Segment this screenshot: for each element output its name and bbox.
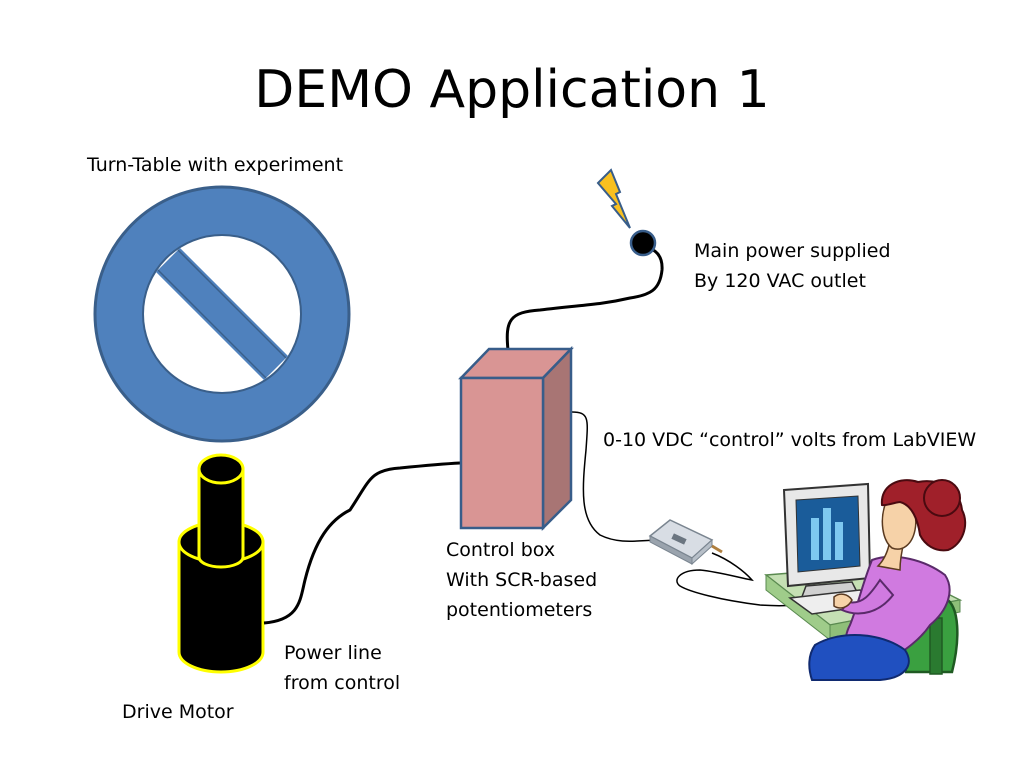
power-wire [263,461,461,625]
turntable-label: Turn-Table with experiment [87,154,344,176]
slide-title: DEMO Application 1 [254,60,770,120]
turntable-icon [93,185,351,443]
control-box-label: Control box With SCR-based potentiometer… [446,535,597,625]
control-box-icon [458,345,574,532]
power-line-label-line2: from control [284,672,401,694]
person-at-computer-icon [764,479,967,681]
usb-daq-device-icon [648,519,723,566]
power-line-label-line1: Power line [284,642,382,664]
main-power-label: Main power supplied By 120 VAC outlet [694,236,891,296]
control-box-label-line1: Control box [446,539,556,561]
drive-motor-label: Drive Motor [122,701,234,723]
power-plug-icon [629,229,657,257]
drive-motor-icon [177,453,265,674]
main-power-cord [505,244,664,351]
control-box-label-line2: With SCR-based [446,569,598,591]
main-power-label-line2: By 120 VAC outlet [694,270,866,292]
main-power-label-line1: Main power supplied [694,240,891,262]
lightning-bolt-icon [596,168,631,229]
control-box-label-line3: potentiometers [446,599,593,621]
power-line-label: Power line from control [284,638,400,698]
control-volts-label: 0-10 VDC “control” volts from LabVIEW [603,429,977,451]
control-signal-wire [571,411,796,607]
